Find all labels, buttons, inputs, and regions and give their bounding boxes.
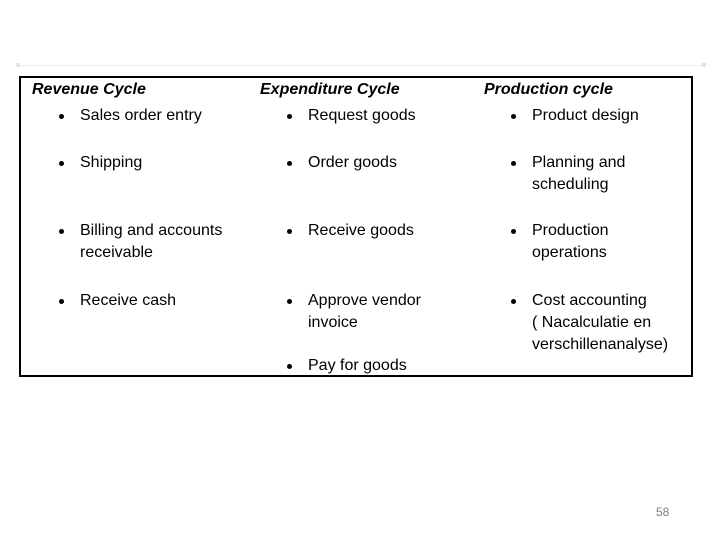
list-item-label: Sales order entry: [80, 107, 202, 124]
list-item: Product design: [484, 103, 691, 150]
list-item-label: Cost accounting ( Nacalculatie en versch…: [532, 292, 669, 353]
list-item-label: Planning and scheduling: [532, 154, 626, 193]
business-cycles-table: Revenue Cycle Expenditure Cycle Producti…: [19, 76, 693, 377]
bullet-icon: [287, 114, 292, 119]
placeholder-tick-left: [16, 63, 20, 67]
bullet-icon: [511, 161, 516, 166]
bullet-icon: [59, 161, 64, 166]
list-item-label: Receive goods: [308, 222, 414, 239]
list-item: Order goods: [260, 150, 484, 218]
placeholder-tick-right: [702, 63, 706, 67]
list-item: Approve vendor invoice: [260, 288, 484, 353]
list-item-label: Shipping: [80, 154, 143, 171]
bullet-icon: [59, 299, 64, 304]
list-item: Production operations: [484, 218, 691, 288]
column-header-production-cycle: Production cycle: [484, 81, 613, 98]
list-item: Sales order entry: [21, 103, 260, 150]
list-item-label: Billing and accounts receivable: [80, 222, 223, 261]
list-item: Planning and scheduling: [484, 150, 691, 218]
page-number: 58: [656, 505, 670, 519]
bullet-icon: [511, 114, 516, 119]
list-item: Billing and accounts receivable: [21, 218, 260, 288]
placeholder-outline: [18, 65, 704, 66]
bullet-icon: [511, 299, 516, 304]
list-item: Request goods: [260, 103, 484, 150]
list-item-label: Receive cash: [80, 292, 177, 309]
list-item-label: Order goods: [308, 154, 397, 171]
list-item: Receive goods: [260, 218, 484, 288]
bullet-icon: [287, 229, 292, 234]
list-item-label: Pay for goods: [308, 357, 407, 374]
bullet-icon: [59, 229, 64, 234]
bullet-icon: [287, 299, 292, 304]
bullet-icon: [511, 229, 516, 234]
column-header-revenue-cycle: Revenue Cycle: [32, 81, 146, 98]
column-header-expenditure-cycle: Expenditure Cycle: [260, 81, 400, 98]
list-item-label: Approve vendor invoice: [308, 292, 421, 331]
list-item: Receive cash: [21, 288, 260, 353]
list-item: Shipping: [21, 150, 260, 218]
list-item-label: Request goods: [308, 107, 416, 124]
bullet-icon: [59, 114, 64, 119]
bullet-icon: [287, 161, 292, 166]
bullet-icon: [287, 364, 292, 369]
list-item: Cost accounting ( Nacalculatie en versch…: [484, 288, 691, 353]
list-item-label: Production operations: [532, 222, 609, 261]
list-item: Pay for goods: [260, 353, 484, 377]
list-item-label: Product design: [532, 107, 639, 124]
